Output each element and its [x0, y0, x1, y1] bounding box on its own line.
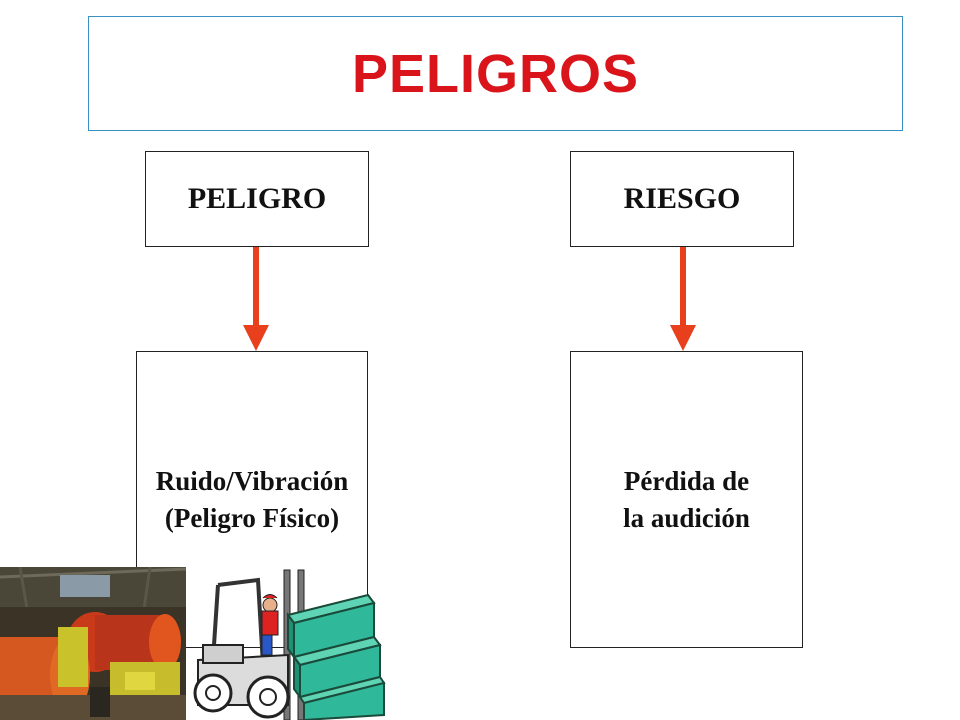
- riesgo-example-line-2: la audición: [623, 502, 750, 533]
- riesgo-header-label: RIESGO: [623, 182, 741, 215]
- peligro-example-line-2: (Peligro Físico): [164, 502, 340, 533]
- industrial-mill-photo: [0, 567, 186, 720]
- riesgo-header-box: RIESGO: [570, 151, 794, 247]
- riesgo-example-text: Pérdida de la audición: [623, 463, 750, 537]
- peligro-example-text: Ruido/Vibración (Peligro Físico): [156, 463, 349, 537]
- title-box: PELIGROS: [88, 16, 903, 131]
- peligro-header-box: PELIGRO: [145, 151, 369, 247]
- down-arrow-left: [243, 247, 269, 351]
- page-title: PELIGROS: [351, 43, 640, 104]
- forklift-clipart-icon: [193, 569, 386, 720]
- riesgo-example-line-1: Pérdida de: [623, 465, 750, 496]
- peligro-example-line-1: Ruido/Vibración: [155, 465, 349, 496]
- down-arrow-right: [670, 247, 696, 351]
- peligro-header-label: PELIGRO: [187, 182, 327, 215]
- riesgo-example-box: Pérdida de la audición: [570, 351, 803, 648]
